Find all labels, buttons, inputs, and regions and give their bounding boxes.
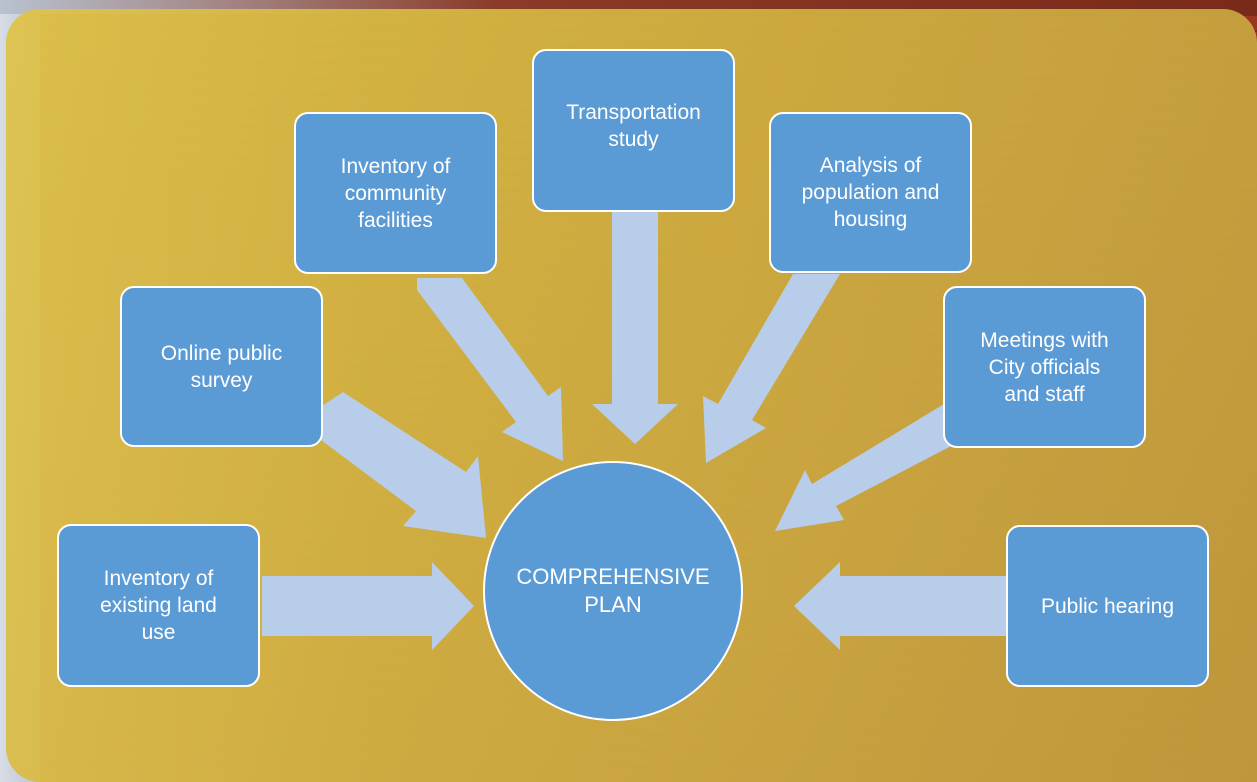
arrow-hearing xyxy=(794,562,1006,650)
node-community-facilities: Inventory of community facilities xyxy=(294,112,497,274)
node-public-hearing: Public hearing xyxy=(1006,525,1209,687)
arrow-population xyxy=(703,274,840,463)
arrow-facilities xyxy=(417,278,563,461)
center-comprehensive-plan: COMPREHENSIVE PLAN xyxy=(483,461,743,721)
node-existing-land-use: Inventory of existing land use xyxy=(57,524,260,687)
arrow-meetings xyxy=(775,404,955,531)
arrow-land-use xyxy=(262,562,474,650)
node-transportation-study: Transportation study xyxy=(532,49,735,212)
arrow-survey xyxy=(305,392,486,538)
node-online-public-survey: Online public survey xyxy=(120,286,323,447)
node-meetings-officials: Meetings with City officials and staff xyxy=(943,286,1146,448)
arrow-transportation xyxy=(592,212,678,444)
node-population-housing: Analysis of population and housing xyxy=(769,112,972,273)
